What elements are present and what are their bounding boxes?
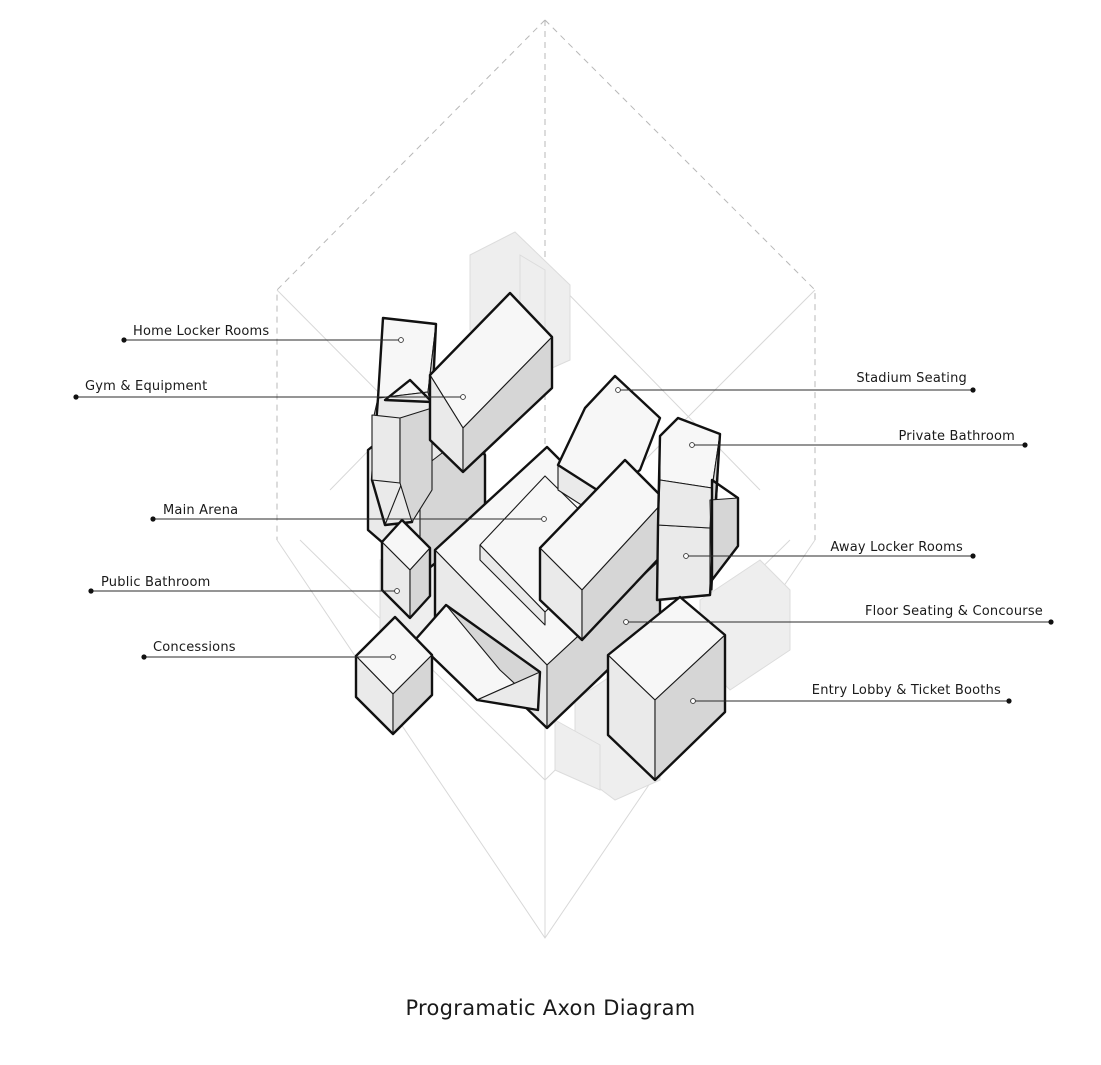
label-public-bathroom: Public Bathroom	[101, 575, 210, 590]
leader-concessions: Concessions	[141, 640, 396, 660]
leader-floor-seating-concourse: Floor Seating & Concourse	[623, 604, 1054, 625]
label-stadium-seating: Stadium Seating	[856, 371, 967, 386]
label-main-arena: Main Arena	[163, 503, 238, 518]
leader-gym-equipment: Gym & Equipment	[73, 379, 466, 400]
floor-seating-concourse-volume	[413, 603, 542, 712]
arena-inner-box-volume	[538, 458, 667, 642]
leader-public-bathroom: Public Bathroom	[88, 575, 400, 594]
diagram-title: Programatic Axon Diagram	[405, 996, 696, 1020]
label-entry-lobby-ticket-booths: Entry Lobby & Ticket Booths	[812, 683, 1001, 698]
label-concessions: Concessions	[153, 640, 236, 655]
leader-away-locker-rooms: Away Locker Rooms	[683, 540, 976, 559]
label-floor-seating-concourse: Floor Seating & Concourse	[865, 604, 1043, 619]
label-away-locker-rooms: Away Locker Rooms	[830, 540, 963, 555]
label-private-bathroom: Private Bathroom	[898, 429, 1015, 444]
entry-lobby-volume	[606, 595, 727, 782]
leader-home-locker-rooms: Home Locker Rooms	[121, 324, 404, 343]
leader-private-bathroom: Private Bathroom	[689, 429, 1028, 448]
home-locker-rooms-volume	[370, 316, 438, 527]
away-locker-rooms-volume	[655, 416, 740, 602]
leader-stadium-seating: Stadium Seating	[615, 371, 976, 393]
label-gym-equipment: Gym & Equipment	[85, 379, 207, 394]
label-home-locker-rooms: Home Locker Rooms	[133, 324, 269, 339]
public-bathroom-volume	[380, 518, 432, 620]
leader-entry-lobby-ticket-booths: Entry Lobby & Ticket Booths	[690, 683, 1012, 704]
leader-main-arena: Main Arena	[150, 503, 547, 522]
upper-bar-volume	[428, 291, 554, 474]
